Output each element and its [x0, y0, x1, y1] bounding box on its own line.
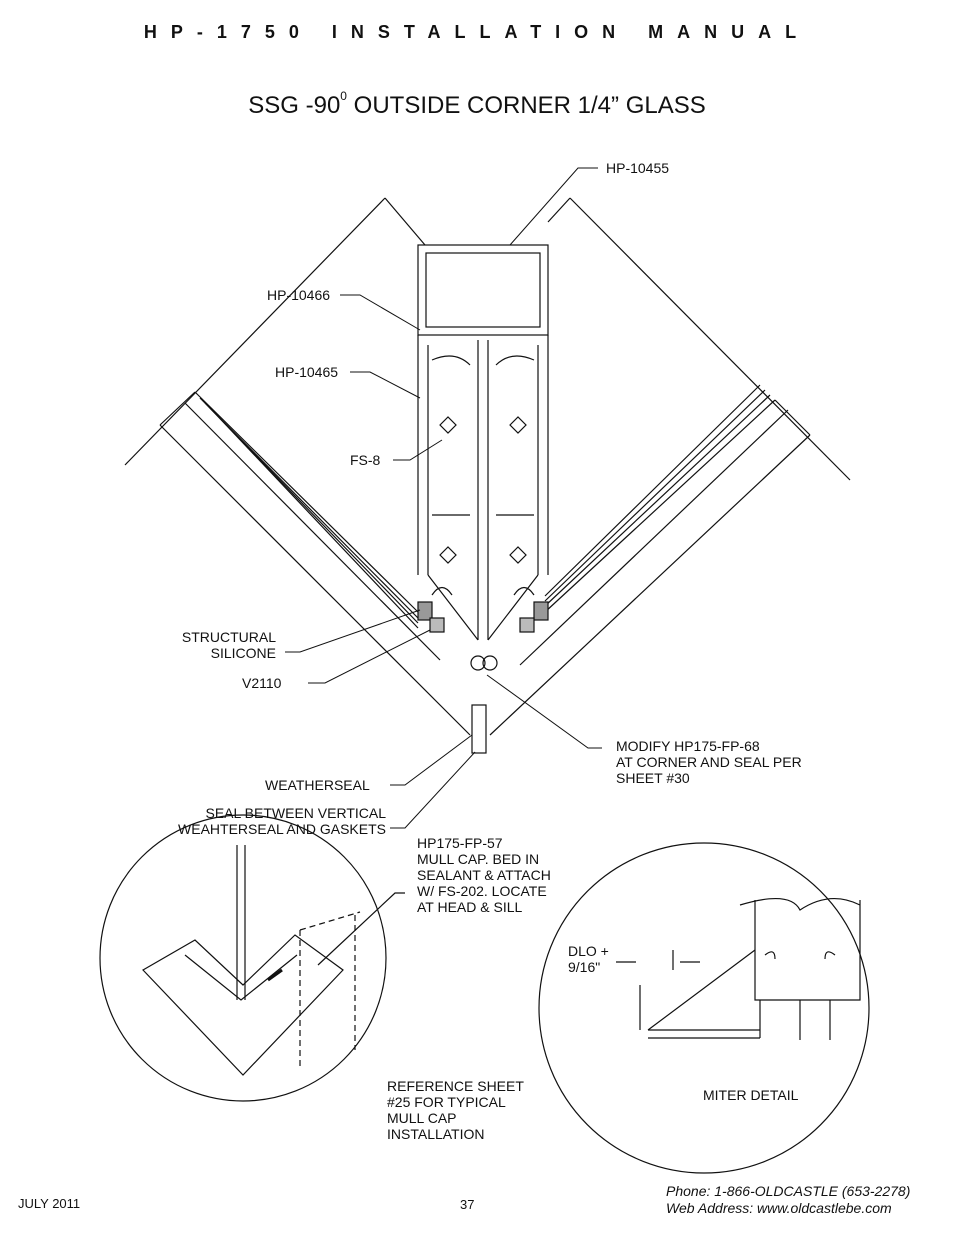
label-hp10465: HP-10465 — [275, 364, 339, 380]
drawing-title: SSG -900 OUTSIDE CORNER 1/4” GLASS — [0, 89, 954, 120]
label-structural-silicone: STRUCTURAL SILICONE — [181, 629, 276, 661]
leader-lines — [285, 167, 602, 829]
manual-header: HP-1750 INSTALLATION MANUAL — [143, 22, 811, 42]
miter-detail-circle — [538, 842, 870, 1174]
label-modify: MODIFY HP175-FP-68 AT CORNER AND SEAL PE… — [616, 738, 802, 786]
label-weatherseal: WEATHERSEAL — [265, 777, 370, 793]
label-reference: REFERENCE SHEET #25 FOR TYPICAL MULL CAP… — [387, 1078, 524, 1142]
footer-phone: Phone: 1-866-OLDCASTLE (653-2278) — [666, 1183, 911, 1199]
label-miter-detail: MITER DETAIL — [703, 1087, 799, 1103]
label-dlo: DLO + 9/16" — [568, 943, 609, 975]
label-fs8: FS-8 — [350, 452, 381, 468]
title-main: SSG -90 — [248, 92, 341, 119]
title-rest: OUTSIDE CORNER 1/4” GLASS — [346, 92, 706, 119]
footer-web: Web Address: www.oldcastlebe.com — [666, 1200, 892, 1216]
label-seal-between: SEAL BETWEEN VERTICAL WEAHTERSEAL AND GA… — [178, 805, 386, 837]
mullion — [417, 244, 549, 641]
seals — [417, 601, 549, 754]
label-mull-cap: HP175-FP-57 MULL CAP. BED IN SEALANT & A… — [417, 835, 551, 915]
page-number: 37 — [460, 1197, 475, 1212]
mull-cap-detail-circle — [99, 814, 405, 1102]
label-v2110: V2110 — [242, 675, 282, 691]
glass-right — [489, 197, 851, 736]
title-degree: 0 — [340, 89, 347, 103]
glass-left — [124, 197, 471, 736]
footer-date: JULY 2011 — [18, 1196, 81, 1211]
label-hp10455: HP-10455 — [606, 160, 670, 176]
label-hp10466: HP-10466 — [267, 287, 331, 303]
